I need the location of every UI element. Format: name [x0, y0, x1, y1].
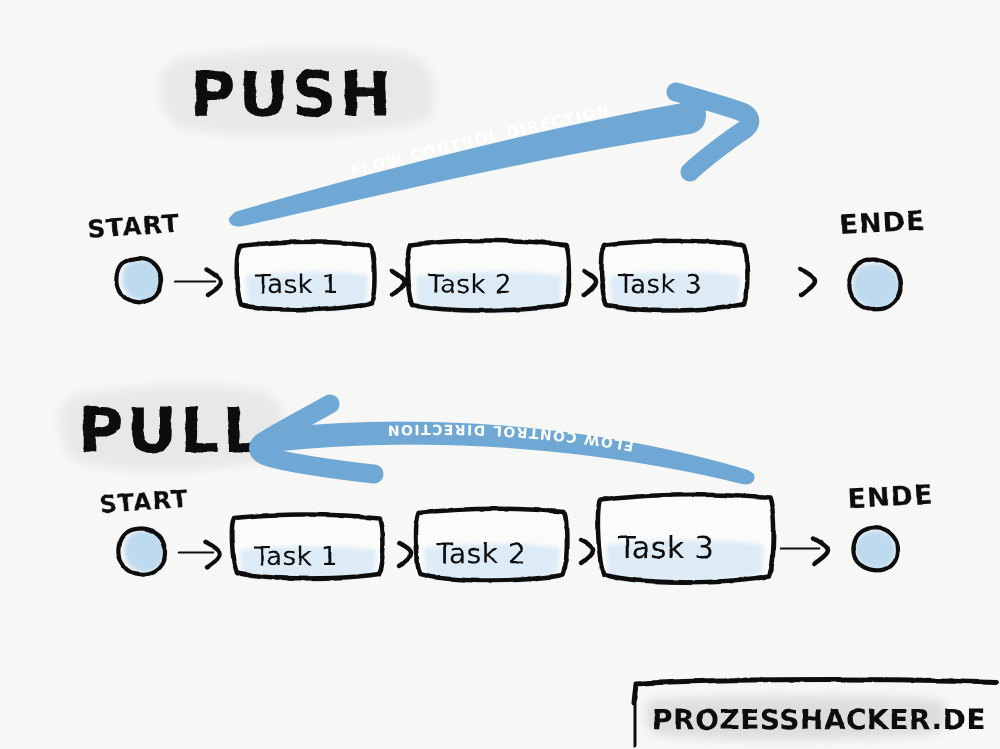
- push-end-node[interactable]: [847, 257, 904, 312]
- pull-start-label: START: [98, 485, 189, 519]
- pull-title: PULL: [78, 394, 265, 467]
- push-task-2[interactable]: Task 2: [405, 238, 572, 313]
- pull-task-1[interactable]: Task 1: [229, 512, 386, 581]
- push-start-node[interactable]: [114, 256, 164, 305]
- push-connector-0: [173, 267, 224, 298]
- pull-task-3[interactable]: Task 3: [595, 492, 776, 585]
- footer-watermark-text: PROZESSHACKER.DE: [652, 703, 986, 736]
- pull-task-1-label: Task 1: [253, 542, 338, 572]
- section-pull: PULL FLOW CONTROL DIRECTION START Task 1: [59, 385, 934, 585]
- pull-connector-1: [387, 540, 414, 569]
- footer-watermark: PROZESSHACKER.DE: [631, 677, 999, 748]
- pull-task-3-label: Task 3: [617, 531, 714, 566]
- push-title-highlight: [159, 48, 435, 136]
- push-task-3-label: Task 3: [617, 270, 702, 300]
- pull-title-highlight: [59, 385, 285, 471]
- pull-end-node[interactable]: [851, 525, 901, 573]
- footer-highlight: [645, 695, 947, 740]
- pull-end-label: ENDE: [847, 480, 934, 515]
- pull-task-2-label: Task 2: [435, 537, 526, 570]
- push-task-1[interactable]: Task 1: [234, 239, 377, 312]
- push-end-label: ENDE: [839, 206, 926, 241]
- pull-connector-2: [571, 537, 596, 566]
- pull-start-node[interactable]: [116, 526, 168, 577]
- push-task-2-label: Task 2: [427, 270, 512, 300]
- push-task-3[interactable]: Task 3: [599, 238, 750, 313]
- section-push: PUSH FLOW CONTROL DIRECTION START Task 1: [86, 48, 926, 313]
- pull-connector-0: [177, 539, 223, 570]
- push-task-1-label: Task 1: [254, 270, 339, 300]
- push-connector-2: [571, 268, 599, 298]
- push-connector-3: [759, 266, 818, 298]
- pull-connector-3: [779, 535, 831, 567]
- push-start-label: START: [86, 209, 180, 244]
- push-connector-1: [377, 268, 407, 298]
- push-title: PUSH: [190, 58, 394, 131]
- pull-task-2[interactable]: Task 2: [413, 506, 570, 583]
